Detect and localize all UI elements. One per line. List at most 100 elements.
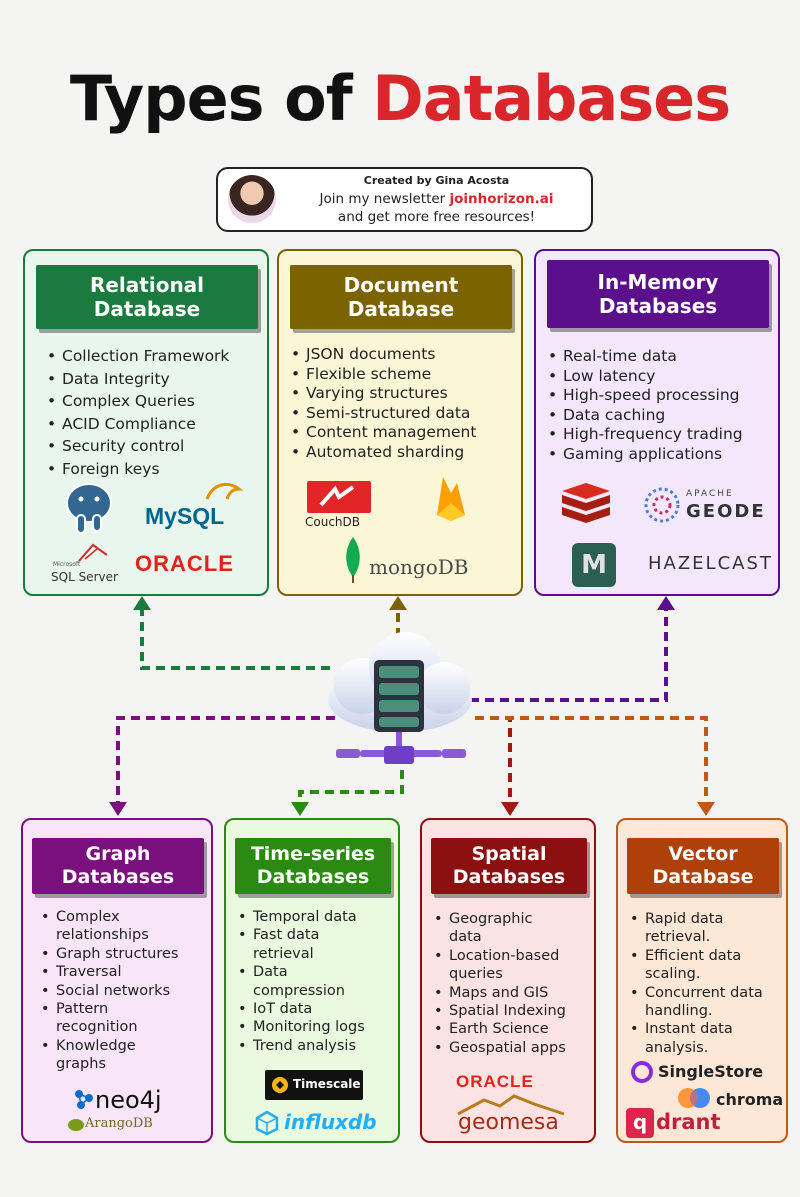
connector-graph	[116, 716, 335, 806]
list-item: Collection Framework	[47, 345, 229, 368]
singlestore-icon	[631, 1061, 653, 1083]
arrow-spatial	[501, 802, 519, 816]
arangodb-logo: ArangoDB	[85, 1116, 153, 1131]
relational-title-2: Database	[93, 297, 201, 321]
list-item: ACID Compliance	[47, 413, 229, 436]
spatial-title-1: Spatial	[471, 842, 547, 865]
connector-inmemory	[470, 606, 668, 702]
sqlserver-small: Microsoft	[53, 561, 81, 568]
list-item: handling.	[645, 1003, 713, 1020]
neo4j-logo: neo4j	[95, 1086, 162, 1114]
list-item: Foreign keys	[47, 458, 229, 481]
arangodb-icon	[68, 1119, 84, 1131]
created-by: Created by Gina Acosta	[363, 174, 510, 187]
timescale-icon	[272, 1077, 288, 1093]
list-item: recognition	[56, 1019, 138, 1036]
list-item: Data Integrity	[47, 368, 229, 391]
inmemory-title-2: Databases	[598, 294, 718, 318]
influxdb-icon	[255, 1110, 279, 1136]
arrow-inmemory	[657, 596, 675, 610]
sql-server-icon	[78, 543, 108, 562]
mountain-icon	[457, 1094, 565, 1116]
list-item: Traversal	[41, 963, 178, 982]
list-item: queries	[449, 966, 503, 983]
list-item: Knowledge	[41, 1037, 178, 1056]
list-item: data	[449, 929, 482, 946]
arrow-graph	[109, 802, 127, 816]
list-item: Earth Science	[434, 1020, 566, 1039]
title-part1: Types of	[69, 62, 353, 135]
hazelcast-logo: HAZELCAST	[648, 553, 773, 574]
geode-icon	[644, 487, 680, 523]
list-item: Instant data	[630, 1020, 763, 1039]
inmemory-list: Real-time data Low latency High-speed pr…	[548, 347, 743, 465]
list-item: Complex Queries	[47, 390, 229, 413]
mysql-logo: MySQL	[145, 503, 225, 529]
influxdb-logo: influxdb	[284, 1110, 377, 1134]
qdrant-icon: q	[626, 1108, 654, 1138]
list-item: Varying structures	[291, 384, 476, 404]
geode-small: APACHE	[686, 489, 734, 499]
vector-title-1: Vector	[668, 842, 738, 865]
list-item: Temporal data	[238, 908, 365, 927]
geomesa-logo: geomesa	[458, 1110, 559, 1135]
list-item: Concurrent data	[630, 984, 763, 1003]
singlestore-logo: SingleStore	[658, 1062, 764, 1081]
postgresql-icon	[66, 483, 112, 534]
newsletter-link[interactable]: joinhorizon.ai	[449, 191, 554, 207]
chroma-logo: chroma	[716, 1090, 784, 1109]
list-item: Security control	[47, 435, 229, 458]
page-title: Types of Databases	[0, 62, 800, 135]
mongodb-leaf-icon	[346, 537, 360, 583]
author-box: Created by Gina Acosta Join my newslette…	[216, 167, 593, 232]
list-item: Automated sharding	[291, 443, 476, 463]
timeseries-title-1: Time-series	[250, 842, 376, 865]
list-item: Geospatial apps	[434, 1039, 566, 1058]
list-item: Geographic	[434, 910, 566, 929]
vector-title-2: Database	[652, 866, 754, 888]
dolphin-icon	[205, 482, 243, 500]
list-item: Content management	[291, 423, 476, 443]
sqlserver-logo: SQL Server	[51, 570, 118, 584]
relational-list: Collection Framework Data Integrity Comp…	[47, 345, 229, 480]
avatar	[228, 175, 276, 223]
timescale-logo-box: Timescale	[265, 1070, 363, 1100]
list-item: compression	[253, 982, 345, 999]
list-item: High-frequency trading	[548, 425, 743, 445]
list-item: Flexible scheme	[291, 365, 476, 385]
newsletter-line: Join my newsletter joinhorizon.ai	[288, 191, 585, 207]
list-item: Fast data	[238, 926, 365, 945]
list-item: retrieval	[253, 945, 314, 962]
neo4j-icon	[75, 1090, 93, 1109]
list-item: Location-based	[434, 947, 566, 966]
document-list: JSON documents Flexible scheme Varying s…	[291, 345, 476, 463]
list-item: Real-time data	[548, 347, 743, 367]
couchdb-logo: CouchDB	[305, 515, 361, 529]
list-item: Semi-structured data	[291, 404, 476, 424]
couchdb-icon	[307, 481, 371, 513]
list-item: retrieval.	[645, 929, 711, 946]
server-cloud-icon	[328, 632, 472, 764]
timeseries-list: Temporal dataFast dataretrievalDatacompr…	[238, 908, 365, 1056]
list-item: Graph structures	[41, 945, 178, 964]
oracle-logo: ORACLE	[456, 1072, 534, 1091]
graph-title-1: Graph	[85, 842, 151, 865]
resources-line: and get more free resources!	[337, 209, 536, 225]
inmemory-title-1: In-Memory	[597, 269, 719, 294]
list-item: scaling.	[645, 966, 701, 983]
document-title-2: Database	[347, 297, 455, 321]
memcached-icon: M	[572, 543, 616, 587]
firebase-flame-icon	[437, 477, 465, 521]
spatial-list: GeographicdataLocation-basedqueriesMaps …	[434, 910, 566, 1058]
